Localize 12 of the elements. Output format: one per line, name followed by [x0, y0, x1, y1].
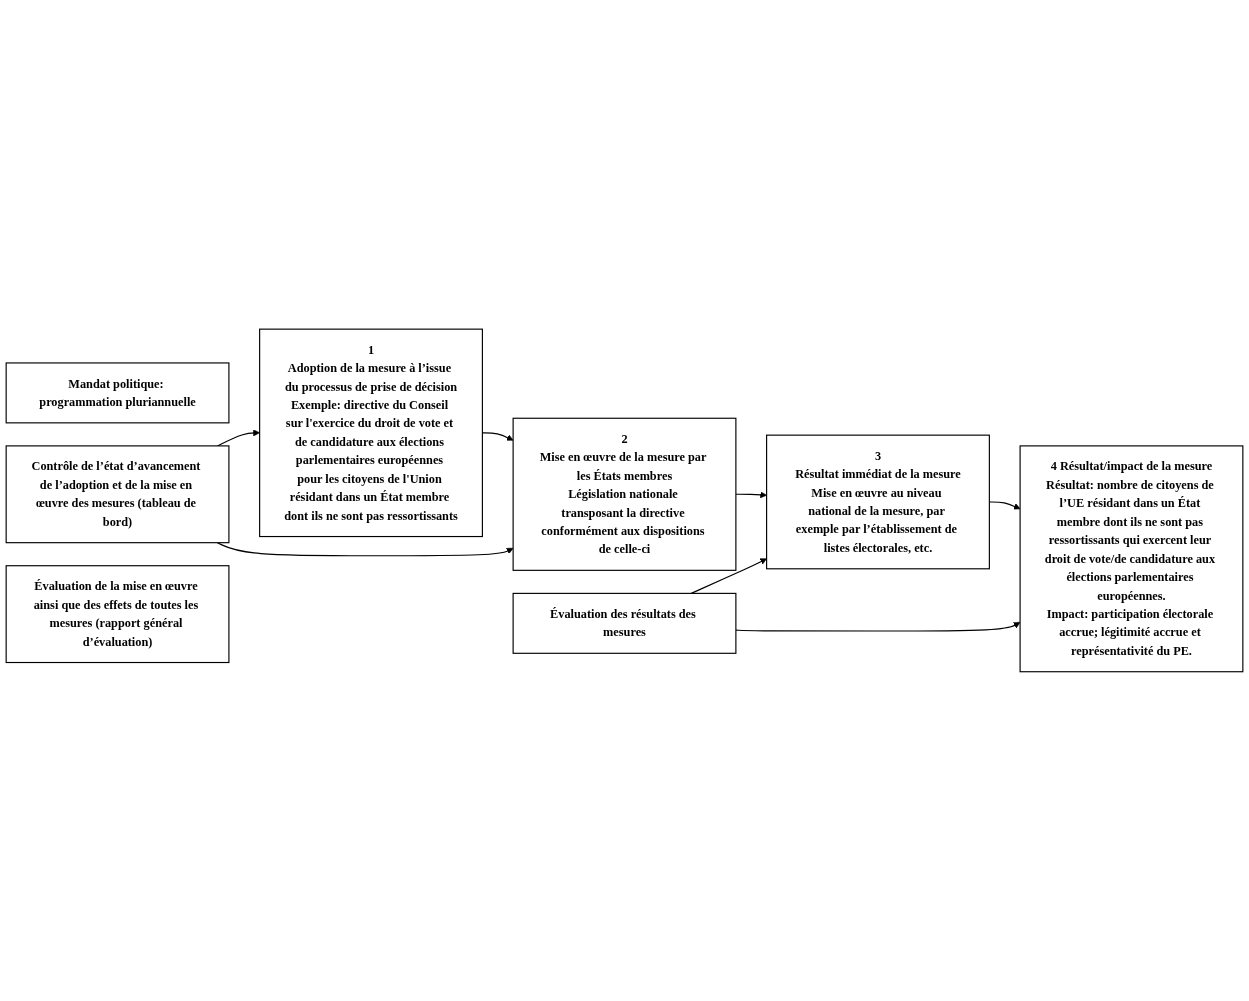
node-box: Mandat politique: programmation pluriannuelle [5, 362, 230, 424]
node-box: Évaluation des résultats des mesures [512, 592, 737, 654]
node-box: 1 Adoption de la mesure à l’issue du processus de prise de décision Exemple: directive du Conseil sur l'exercice du droit de vote et de candidature aux élections parlementaires européennes pour les citoyens de l'Union résidant dans un État membre dont ils ne sont pas ressortissants [259, 328, 483, 538]
node-box: 4 Résultat/impact de la mesure Résultat: nombre de citoyens de l’UE résidant dans un État membre dont ils ne sont pas ressortissants qui exercent leur droit de vote/de candidature aux élections parlementaires européennes. Impact: participation électorale accrue; légitimité accrue et représentativité du PE. [1019, 445, 1244, 673]
arrow [216, 542, 514, 557]
node-box: Évaluation de la mise en œuvre ainsi que des effets de toutes les mesures (rapport général d’évaluation) [5, 565, 230, 664]
arrow [690, 558, 767, 594]
node-box: 3 Résultat immédiat de la mesure Mise en œuvre au niveau national de la mesure, par exemple par l’établissement de listes électorales, etc. [766, 434, 990, 570]
arrow [735, 491, 767, 499]
node-box: 2 Mise en œuvre de la mesure par les États membres Législation nationale transposant la directive conformément aux dispositions de celle-ci [512, 417, 737, 571]
arrow [735, 622, 1021, 632]
node-box: Contrôle de l’état d’avancement de l’adoption et de la mise en œuvre des mesures (tableau de bord) [5, 445, 230, 544]
